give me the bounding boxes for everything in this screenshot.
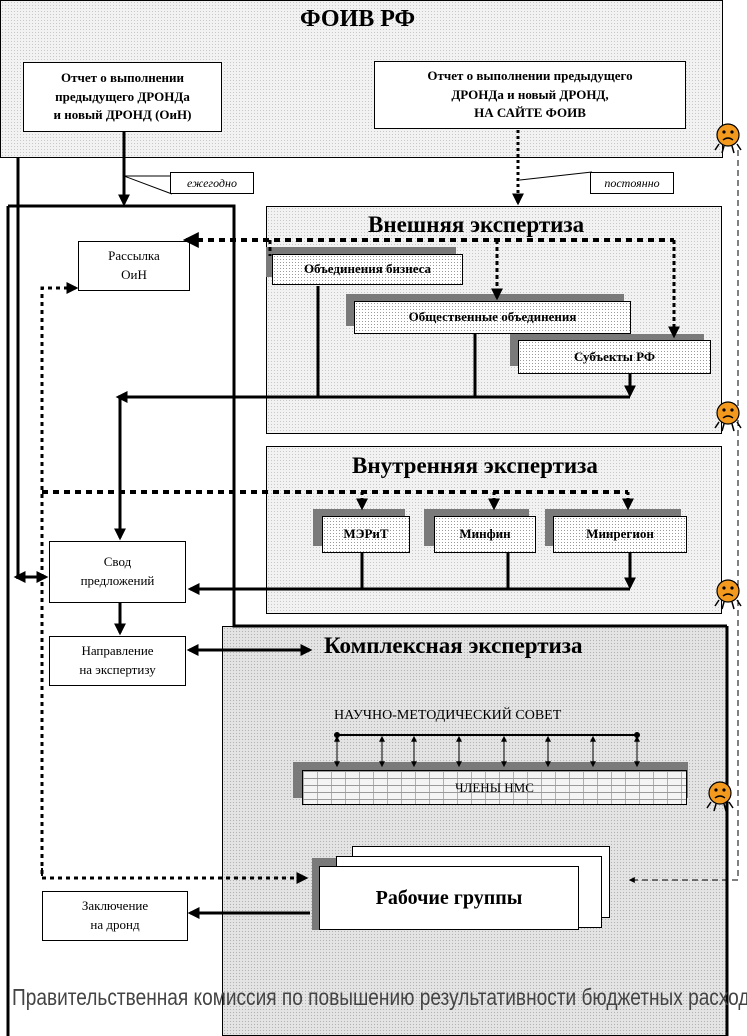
external-expertise-title: Внешняя экспертиза <box>368 212 585 237</box>
worried-face-icon <box>714 123 742 154</box>
conclusion-box: Заключение на дронд <box>42 891 188 941</box>
worried-face-icon-3 <box>714 579 742 610</box>
worried-face-icon-4 <box>706 781 734 812</box>
report-left-line-3: и новый ДРОНД (ОиН) <box>53 107 192 123</box>
callout-yearly: ежегодно <box>170 172 254 194</box>
callout-yearly-pointer <box>123 175 173 195</box>
members-box: ЧЛЕНЫ НМС <box>302 770 687 805</box>
callout-constant-pointer <box>519 171 593 181</box>
business-associations-box: Объединения бизнеса <box>272 254 463 285</box>
report-left-line-2: предыдущего ДРОНДа <box>55 88 190 104</box>
left-dotted-loop <box>40 282 309 884</box>
meit-box: МЭРиТ <box>322 516 410 553</box>
callout-constant: постоянно <box>590 172 674 194</box>
mailing-line-2: ОиН <box>121 267 147 282</box>
working-groups-page-1: Рабочие группы <box>319 866 579 930</box>
conclusion-line-1: Заключение <box>81 898 149 914</box>
report-left-line-1: Отчет о выполнении <box>61 69 184 85</box>
public-associations-box: Общественные объединения <box>354 301 631 334</box>
footer-caption: Правительственная комиссия по повышению … <box>12 984 747 1010</box>
outer-frame <box>8 204 727 628</box>
members-label: ЧЛЕНЫ НМС <box>455 779 534 795</box>
report-right-line-3: НА САЙТЕ ФОИВ <box>474 105 586 121</box>
internal-expertise-title: Внутренняя экспертиза <box>352 453 598 478</box>
scientific-council-label: НАУЧНО-МЕТОДИЧЕСКИЙ СОВЕТ <box>334 708 562 723</box>
complex-expertise-title: Комплексная экспертиза <box>324 633 583 658</box>
conclusion-line-2: на дронд <box>90 917 140 932</box>
report-left-box: Отчет о выполнении предыдущего ДРОНДа и … <box>23 62 222 132</box>
foiv-title: ФОИВ РФ <box>300 6 416 32</box>
minregion-box: Минрегион <box>553 516 687 553</box>
federal-subjects-box: Субъекты РФ <box>518 340 711 374</box>
minfin-box: Минфин <box>434 516 536 553</box>
council-arrows <box>334 735 640 768</box>
report-right-box: Отчет о выполнении предыдущего ДРОНДа и … <box>374 61 686 129</box>
worried-face-icon-2 <box>714 401 742 432</box>
working-groups-label: Рабочие группы <box>375 886 523 909</box>
mailing-line-1: Рассылка <box>108 248 160 264</box>
report-right-line-2: ДРОНДа и новый ДРОНД, <box>451 86 609 102</box>
report-right-line-1: Отчет о выполнении предыдущего <box>427 67 633 83</box>
